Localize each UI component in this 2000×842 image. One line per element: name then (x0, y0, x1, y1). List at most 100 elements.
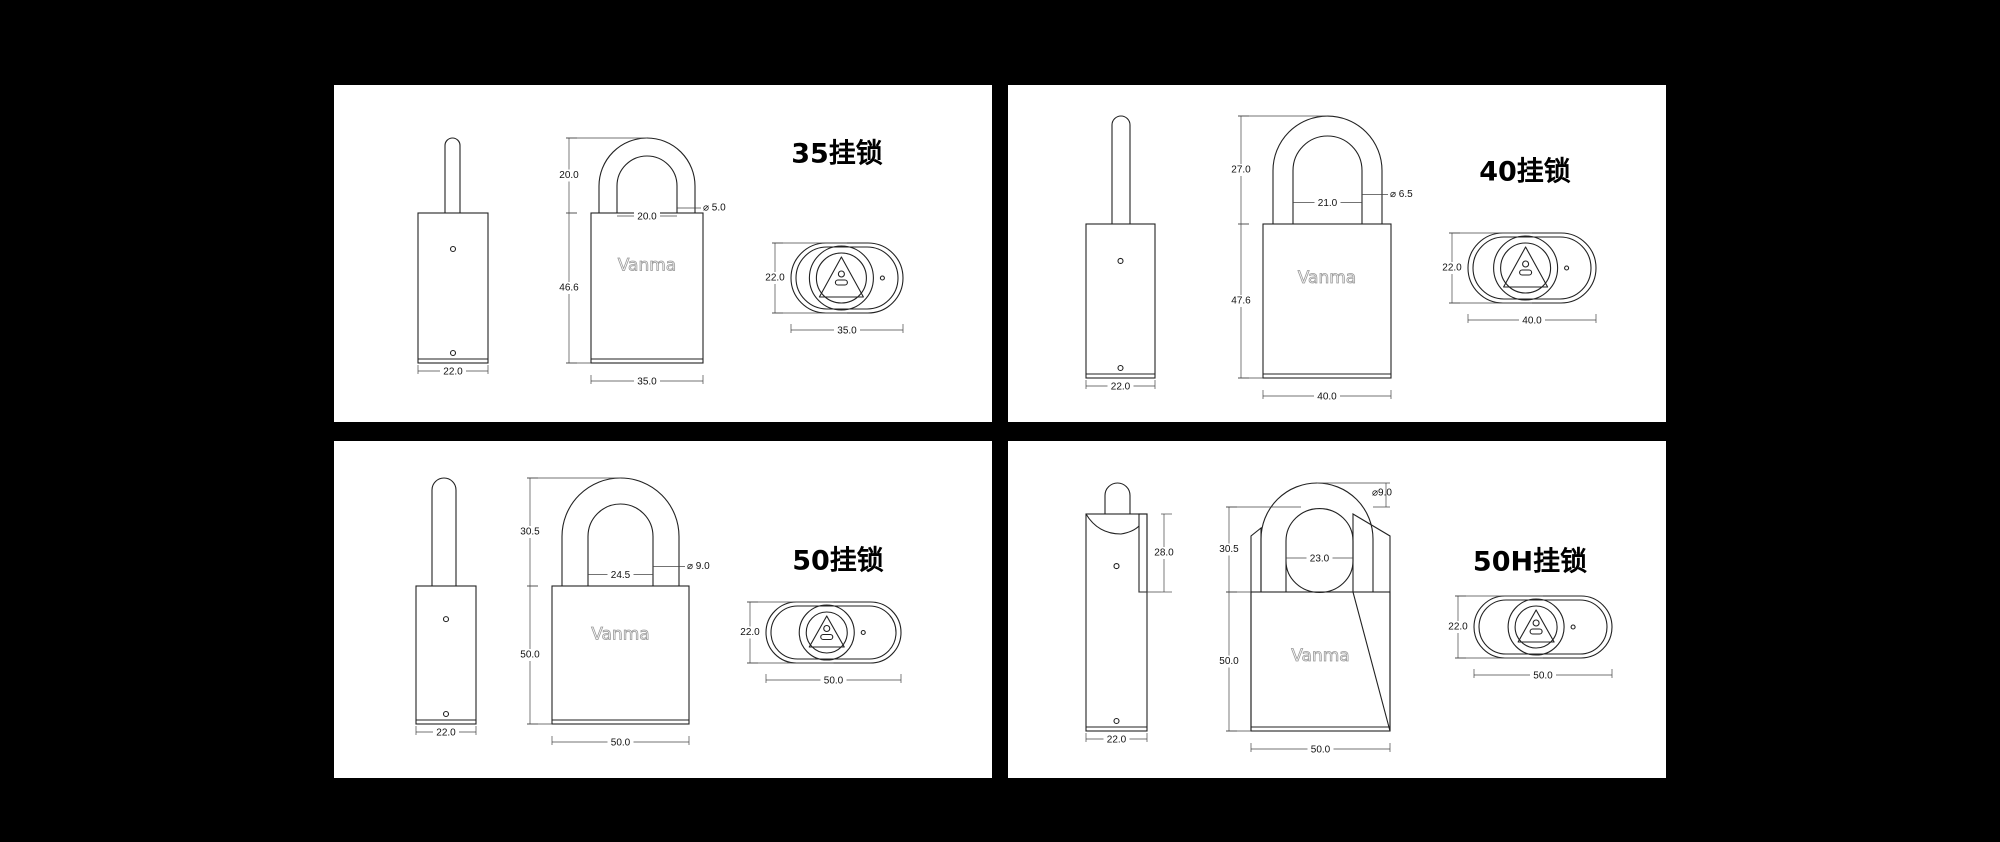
body-height-dimension: 46.6 (559, 283, 579, 294)
keyway-triangle-icon (808, 615, 845, 648)
label-bg (834, 324, 860, 336)
label-bg (607, 736, 634, 748)
keyway-slot (834, 279, 848, 286)
keyway-pin (1522, 260, 1530, 268)
keyway-ring (1493, 235, 1559, 301)
top-width-dimension: 35.0 (837, 326, 857, 337)
side-view-shackle (431, 477, 457, 586)
brand-logo: Vanma (1291, 646, 1349, 666)
shackle-diameter-dimension: ⌀9.0 (1372, 488, 1392, 499)
front-view-shield (1250, 513, 1391, 732)
keyway-triangle-icon (818, 256, 864, 298)
keyway-slot (1529, 628, 1543, 635)
side-screw-hole-icon (449, 245, 457, 253)
label-bg (1103, 733, 1130, 745)
side-view-shackle (444, 137, 461, 213)
top-view-hole-icon (860, 629, 866, 636)
shackle-height-dimension: 20.0 (559, 170, 579, 181)
label-bg (555, 282, 583, 294)
side-width-dimension: 22.0 (1107, 735, 1127, 746)
keyway-cylinder (815, 252, 867, 304)
label-bg (433, 726, 459, 738)
keyway-cylinder (1500, 242, 1552, 294)
top-width-dimension: 40.0 (1522, 316, 1542, 327)
label-bg (761, 272, 789, 284)
top-width-dimension: 50.0 (1533, 671, 1553, 682)
side-screw-hole-icon (1113, 563, 1120, 570)
shackle-diameter-dimension: ⌀ 6.5 (1390, 189, 1413, 200)
top-width-dimension: 50.0 (824, 676, 844, 687)
shackle-inner-width-dimension: 23.0 (1310, 554, 1330, 565)
brand-logo: Vanma (618, 256, 676, 276)
label-bg (516, 649, 544, 661)
label-bg (1227, 295, 1255, 307)
label-bg (1307, 743, 1334, 755)
side-view-body (415, 585, 477, 725)
top-view-hole-icon (1564, 265, 1570, 271)
side-width-dimension: 22.0 (443, 367, 463, 378)
shackle-height-dimension: 30.5 (520, 527, 540, 538)
shackle-diameter-dimension: ⌀ 9.0 (687, 561, 710, 572)
label-bg (1107, 380, 1134, 392)
label-bg (440, 365, 466, 377)
side-view-shield-curve (1085, 513, 1140, 535)
top-view-hole-icon (879, 275, 885, 281)
label-bg (634, 210, 660, 222)
shackle-inner-width-dimension: 24.5 (611, 570, 631, 581)
front-view-shackle (1260, 482, 1374, 592)
model-title: 40挂锁 (1479, 156, 1571, 188)
label-bg (1444, 621, 1472, 633)
front-view-body (551, 585, 690, 725)
side-screw-hole-icon (449, 349, 457, 357)
shackle-height-dimension: 30.5 (1219, 544, 1239, 555)
side-screw-hole-icon (1113, 717, 1120, 725)
top-view-inner-outline (1472, 236, 1592, 300)
keyway-pin (823, 624, 831, 633)
top-view-inner-outline (795, 246, 899, 310)
front-view-shackle (598, 137, 696, 213)
keyway-triangle-icon (1517, 609, 1555, 643)
shackle-height-dimension: 27.0 (1231, 165, 1251, 176)
top-view-outline (765, 601, 902, 664)
brand-logo: Vanma (591, 624, 649, 644)
side-view-body (1085, 513, 1148, 732)
model-title: 50挂锁 (792, 545, 884, 577)
side-width-dimension: 22.0 (1111, 382, 1131, 393)
body-width-dimension: 40.0 (1317, 392, 1337, 403)
shackle-inner-width-dimension: 21.0 (1318, 198, 1338, 209)
side-slot-height-dimension: 28.0 (1154, 548, 1174, 559)
keyway-cylinder (805, 611, 848, 654)
body-height-dimension: 50.0 (1219, 656, 1239, 667)
label-bg (1314, 390, 1340, 402)
model-title: 50H挂锁 (1473, 546, 1587, 578)
keyway-cylinder (1514, 605, 1558, 649)
shackle-diameter-dimension: ⌀ 5.0 (703, 203, 726, 214)
side-screw-hole-icon (442, 616, 450, 623)
body-width-dimension: 35.0 (637, 377, 657, 388)
side-view-body (417, 212, 489, 364)
side-screw-hole-icon (442, 710, 450, 718)
top-height-dimension: 22.0 (1442, 263, 1462, 274)
label-bg (1227, 164, 1255, 176)
side-screw-hole-icon (1117, 257, 1124, 265)
label-bg (634, 375, 660, 387)
body-height-dimension: 47.6 (1231, 296, 1251, 307)
brand-logo: Vanma (1298, 268, 1356, 288)
keyway-slot (820, 633, 834, 641)
front-view-body (590, 212, 704, 364)
label-bg (1150, 547, 1178, 559)
label-bg (1306, 552, 1333, 564)
top-height-dimension: 22.0 (1448, 622, 1468, 633)
label-bg (1215, 655, 1243, 668)
top-height-dimension: 22.0 (740, 627, 760, 638)
side-view-shackle (1111, 115, 1131, 224)
label-bg (1519, 314, 1545, 326)
side-view-body (1085, 223, 1156, 379)
label-bg (555, 169, 583, 182)
